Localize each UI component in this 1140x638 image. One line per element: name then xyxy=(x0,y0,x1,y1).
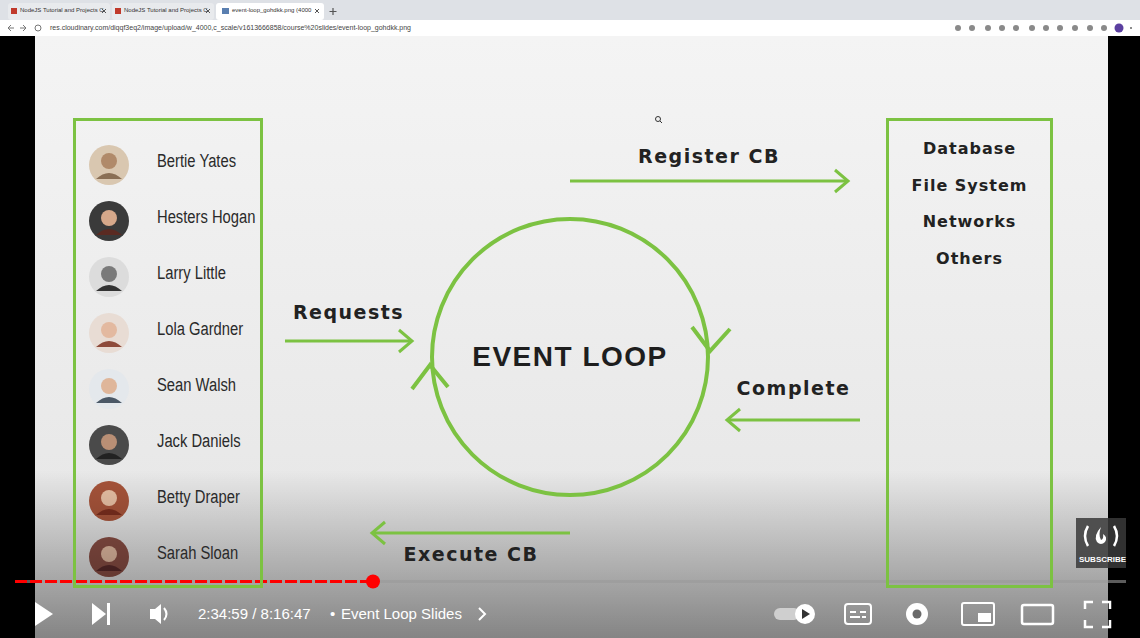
tab-title: NodeJS Tutorial and Projects C xyxy=(20,7,104,14)
separator-dot: • xyxy=(330,605,335,623)
client-name: Jack Daniels xyxy=(157,413,241,469)
tab-title: event-loop_gohdkk.png (4000 xyxy=(232,7,311,14)
browser-chrome xyxy=(0,0,1140,36)
client-list-box: Bertie YatesHesters HoganLarry LittleLol… xyxy=(73,118,263,588)
edge-label: Register CB xyxy=(638,145,780,167)
flow-arrow xyxy=(285,330,412,352)
address-bar: res.cloudinary.com/diqqf3eq2/image/uploa… xyxy=(50,24,411,32)
resource-name: File System xyxy=(893,168,1046,205)
client-name: Bertie Yates xyxy=(157,133,241,189)
client-name: Sean Walsh xyxy=(157,357,241,413)
resource-name: Others xyxy=(893,241,1046,278)
player-controls xyxy=(35,602,1110,627)
edge-label: Execute CB xyxy=(404,543,539,565)
subscribe-badge xyxy=(1076,518,1126,568)
edge-label: Requests xyxy=(293,301,404,323)
video-time: 2:34:59 / 8:16:47 xyxy=(198,605,311,623)
flow-arrow xyxy=(727,409,860,431)
resource-name: Networks xyxy=(893,204,1046,241)
edge-label: Complete xyxy=(737,377,851,399)
loop-title: EVENT LOOP xyxy=(472,341,667,373)
client-name: Larry Little xyxy=(157,245,241,301)
tab-title: NodeJS Tutorial and Projects C xyxy=(124,7,208,14)
resource-name: Database xyxy=(893,131,1046,168)
client-name: Lola Gardner xyxy=(157,301,241,357)
event-loop-circle: EVENT LOOP xyxy=(430,217,710,497)
operations-box: DatabaseFile SystemNetworksOthers xyxy=(886,118,1053,588)
chapter-title: Event Loop Slides xyxy=(341,605,462,623)
subscribe-text: SUBSCRIBE xyxy=(1079,555,1126,565)
client-name: Sarah Sloan xyxy=(157,525,241,581)
flow-arrow xyxy=(372,522,570,544)
client-name: Hesters Hogan xyxy=(157,189,241,245)
cursor-icon xyxy=(656,117,663,124)
client-name: Betty Draper xyxy=(157,469,241,525)
flow-arrow xyxy=(570,170,848,192)
